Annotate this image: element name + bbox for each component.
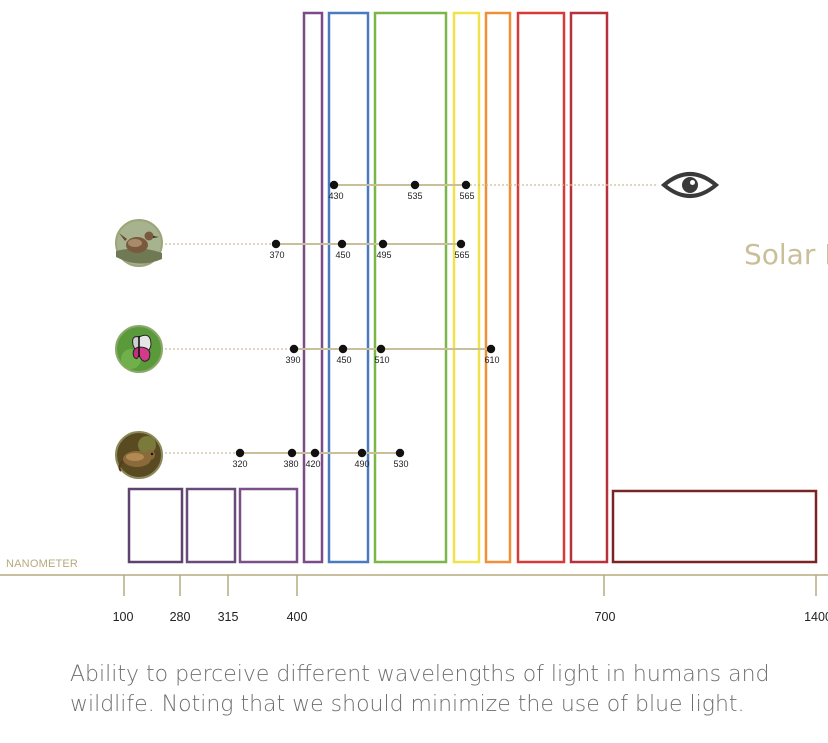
caption-line-2: wildlife. Noting that we should minimize… [70,692,745,717]
axis-label-100: 100 [113,610,134,624]
rodent-point-380 [287,448,297,458]
rodent-icon [115,431,163,479]
rodent-label-490: 490 [354,459,369,469]
axis-label-400: 400 [287,610,308,624]
rodent-point-420 [310,448,320,458]
bird-point-450 [337,239,347,249]
solar-radiation-label: Solar R [744,238,828,271]
axis-label-1400: 1400 [804,610,828,624]
rodent-row: 320 380 420 490 530 [115,431,409,479]
ir-box [611,489,818,564]
band-green [373,11,448,564]
butterfly-row: 390 450 510 610 [115,325,500,373]
butterfly-label-390: 390 [285,355,300,365]
uv-b-box [185,487,237,564]
band-blue [327,11,370,564]
band-violet [302,11,324,564]
caption-line-1: Ability to perceive different wavelength… [70,662,770,687]
rodent-label-320: 320 [232,459,247,469]
spectrum-bands [302,11,609,564]
bird-label-450: 450 [335,250,350,260]
butterfly-point-610 [486,344,496,354]
human-row: 430 535 565 [328,172,720,201]
wavelength-axis [0,574,828,596]
axis-label-700: 700 [595,610,616,624]
axis-tick-labels: 100 280 315 400 700 1400 [113,610,828,624]
rodent-label-530: 530 [393,459,408,469]
figure-caption: Ability to perceive different wavelength… [70,660,810,720]
bird-point-565 [456,239,466,249]
bird-row: 370 450 495 565 [115,219,470,267]
band-orange [484,11,512,564]
butterfly-point-510 [376,344,386,354]
uv-a-box [238,487,299,564]
bird-point-495 [378,239,388,249]
butterfly-label-510: 510 [374,355,389,365]
uv-c-box [127,487,184,564]
axis-label-280: 280 [170,610,191,624]
rodent-point-320 [235,448,245,458]
human-label-430: 430 [328,191,343,201]
rodent-point-490 [357,448,367,458]
axis-unit-label: NANOMETER [6,558,79,570]
human-point-430 [329,180,339,190]
human-point-535 [410,180,420,190]
rodent-label-420: 420 [305,459,320,469]
eye-icon [660,172,720,198]
band-yellow [452,11,481,564]
band-red [516,11,566,564]
rodent-label-380: 380 [283,459,298,469]
bird-label-370: 370 [269,250,284,260]
bird-label-495: 495 [376,250,391,260]
human-label-565: 565 [459,191,474,201]
butterfly-label-450: 450 [336,355,351,365]
axis-label-315: 315 [218,610,239,624]
butterfly-label-610: 610 [484,355,499,365]
human-point-565 [461,180,471,190]
uv-boxes [127,487,299,564]
human-label-535: 535 [407,191,422,201]
bird-icon [115,219,163,267]
butterfly-point-390 [289,344,299,354]
band-deep-red [569,11,609,564]
bird-label-565: 565 [454,250,469,260]
rodent-point-530 [395,448,405,458]
bird-point-370 [271,239,281,249]
butterfly-point-450 [338,344,348,354]
butterfly-icon [115,325,163,373]
